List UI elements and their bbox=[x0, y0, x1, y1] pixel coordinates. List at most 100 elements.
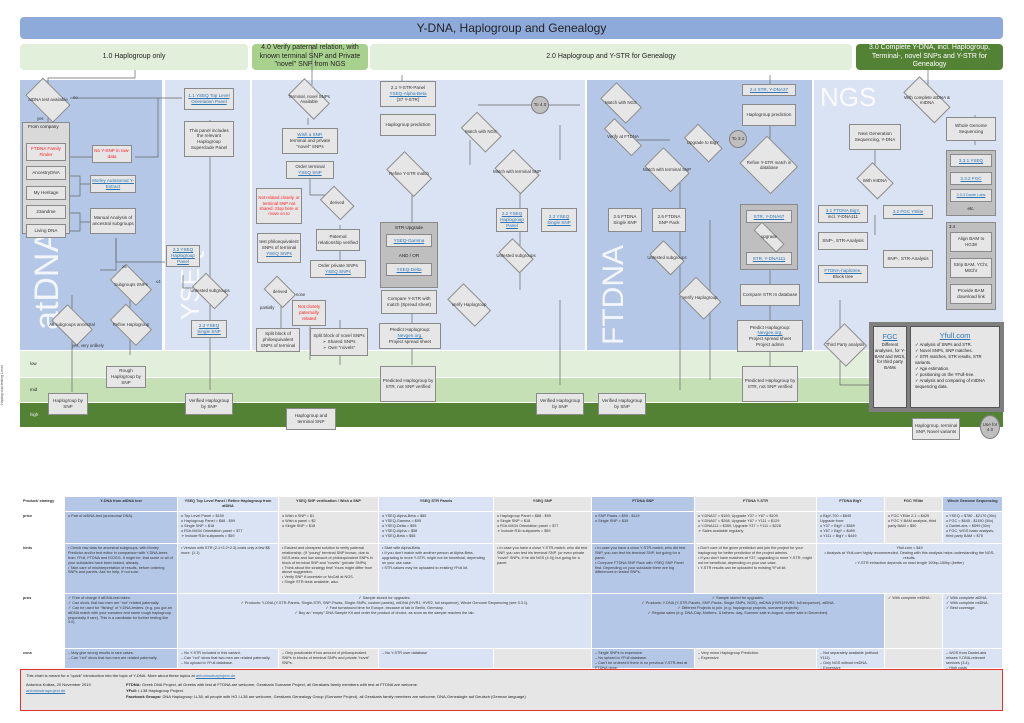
node-final-haplogroup: Haplogroup, terminal SNP, Novel variants bbox=[912, 418, 960, 440]
decision-derived-2: derived bbox=[262, 280, 298, 304]
table-cell: • In case you have a close Y-STR-match, … bbox=[592, 543, 695, 593]
group-str-upgrade bbox=[380, 222, 438, 288]
yseq-snp-link[interactable]: YSEQ SNP bbox=[298, 170, 322, 175]
decision-all-subgroups: All subgroups ancestral bbox=[48, 310, 96, 340]
predict-title-2: Predict Haplogroup: bbox=[749, 324, 791, 330]
table-cell: – Only practicable if low amount of phil… bbox=[279, 648, 379, 668]
table-cell: o Part of atDNA-test (autosomal DNA). bbox=[65, 511, 178, 543]
footer-ftdna: FTDNA: Greek DNA Project, all Greeks wit… bbox=[126, 682, 419, 687]
nevgen-link-2[interactable]: Nevgen.org, bbox=[757, 330, 783, 336]
node-haplogroup-prediction-ftdna: Haplogroup prediction bbox=[742, 104, 796, 126]
yfull-link[interactable]: Yfull.com bbox=[939, 331, 971, 340]
edge-no: no bbox=[73, 95, 78, 100]
node-yseq-22-link[interactable]: 2.2 YSEQ Haplogroup Panel bbox=[166, 245, 200, 267]
node-str111-link[interactable]: STR, Y-DNA111 bbox=[746, 252, 792, 265]
node-yelite-link[interactable]: 3.2 FGC YElite bbox=[883, 205, 933, 219]
level-axis-label: Haplogroup testing Level bbox=[0, 365, 4, 405]
node-yfull: Yfull.com ✓ Analysis of SNPs and STR. ✓ … bbox=[910, 326, 1000, 408]
bigy-link[interactable]: 3.1 FTDNA BigY, bbox=[825, 208, 861, 214]
decision-verify-hg-ftdna: Verify Haplogroup bbox=[676, 282, 724, 314]
node-verified-haplogroup-3: Verified Haplogroup by SNP bbox=[598, 393, 646, 415]
haplotree-link[interactable]: FTDNA-haplotree, bbox=[824, 268, 862, 274]
decision-terminal-snps: Terminal, novel SNPs Available bbox=[285, 84, 333, 114]
node-haplogroup-by-snp: Haplogroup by SNP bbox=[48, 393, 88, 415]
yseq-snps-link[interactable]: YSEQ SNPs bbox=[266, 250, 292, 256]
table-cell: o Y-DNA37 = $169, Upgrade Y37 > Y67 = $1… bbox=[695, 511, 817, 543]
nevgen-link[interactable]: Nevgen.org, bbox=[397, 333, 423, 339]
zone-label-ngs: NGS bbox=[820, 82, 877, 112]
table-header: Whole Genome Sequencing bbox=[943, 497, 1003, 511]
table-cell: – Single SNPs to expensive. – No upload … bbox=[592, 648, 695, 670]
fgc-desc: Different analyses, for Y-BAM and WGS, f… bbox=[874, 342, 906, 370]
edge-partially: partially bbox=[260, 305, 275, 310]
node-manual-analysis: Manual Analysis of ancestral subgroups bbox=[90, 208, 136, 234]
decision-subgroups-snps: Subgroups SNPs bbox=[106, 270, 156, 300]
node-yseq-11-link[interactable]: 1.1 YSEQ Top Level Orientation Panel bbox=[184, 88, 234, 110]
table-header: YSEQ Top Level Panel / Refine Haplogroup… bbox=[178, 497, 279, 511]
table-cell: – Not separately available (without Y111… bbox=[817, 648, 885, 670]
shared-pro: ✓ Fast turnaround time for Europe, becau… bbox=[325, 605, 444, 610]
table-cell: • In case you have a close Y-STR-match, … bbox=[494, 543, 592, 593]
yseq-snps-link-2[interactable]: YSEQ SNPs bbox=[325, 269, 351, 274]
author-link[interactable]: antoniosdnaproject.de bbox=[26, 688, 66, 693]
decision-upgrade: upgrade bbox=[748, 230, 790, 244]
decision-refine-ystr: Refine Y-STR match bbox=[383, 157, 435, 191]
page-title: Y-DNA, Haplogroup and Genealogy bbox=[20, 17, 1003, 39]
shared-snps-item: ➢ Shared SNPs bbox=[322, 339, 356, 345]
node-yseq-22b-link[interactable]: 2.2 YSEQ Haplogroup Panel bbox=[496, 208, 528, 232]
decision-untested-subgroups: Untested subgroups bbox=[189, 278, 231, 304]
node-delta-link[interactable]: YSEQ-Delta bbox=[386, 263, 432, 276]
table-cell bbox=[494, 648, 592, 668]
yfull-item: ✓ Analysis of SNPs and STR. bbox=[915, 341, 972, 347]
node-w333-link[interactable]: 3.3.3 Dante Labs bbox=[950, 189, 992, 202]
table-cell: • Start with Alpha-Beta • If you don't m… bbox=[379, 543, 494, 593]
level-high bbox=[20, 403, 1003, 427]
node-yseq-23-link[interactable]: 2.3 YSEQ Single SNP bbox=[191, 320, 227, 338]
node-gamma-link[interactable]: YSEQ-Gamma bbox=[386, 234, 432, 247]
node-myheritage: My Heritage bbox=[26, 186, 66, 200]
table-cell: – WGS from DanteLabs misses Y-DNA-releva… bbox=[943, 648, 1003, 670]
node-rough-haplogroup: Rough Haplogroup by SNP bbox=[106, 366, 146, 388]
node-w332-link[interactable]: 3.3.2 FGC bbox=[950, 172, 992, 185]
node-ngs-ydna: Next Generation Sequencing, Y-DNA bbox=[849, 124, 901, 150]
node-split-novel: Split block of novel SNPs➢ Shared SNPs➢ … bbox=[310, 328, 368, 356]
node-compare-ystr: Compare Y-STR with match (Spread sheet) bbox=[381, 290, 437, 314]
edge-none: none bbox=[296, 292, 306, 297]
order-private-text: Order private SNPs bbox=[318, 263, 358, 269]
node-bigy: 3.1 FTDNA BigY,incl. Y-DNA111 bbox=[818, 205, 868, 223]
node-predicted-str-ftdna: Predicted Haplogroup by STR, not SNP ver… bbox=[742, 366, 798, 402]
shared-pro: ✓ Regular sales (e.g. DNA-Day, Mothers- … bbox=[647, 610, 829, 615]
intro-link[interactable]: antoniosdnaproject.de bbox=[195, 673, 236, 678]
node-ftdna-family-finder: FTDNA Family Finder bbox=[26, 143, 66, 161]
node-str-ydna37-link[interactable]: 2.4 STR, Y-DNA37 bbox=[742, 84, 796, 96]
label-34: 3.4 bbox=[949, 224, 956, 229]
node-verified-haplogroup-2: Verified Haplogroup by SNP bbox=[536, 393, 584, 415]
alpha-beta-link[interactable]: YSEQ-Alpha-Beta bbox=[389, 91, 427, 97]
wish-snp-link[interactable]: Wish a SNP, bbox=[297, 132, 323, 138]
node-align-bam: Align BAM to HG38 bbox=[950, 232, 992, 252]
node-morley-link[interactable]: Morley Autosomal Y-Extract bbox=[90, 175, 136, 193]
fgc-link[interactable]: FGC bbox=[882, 334, 898, 341]
node-str67-link[interactable]: STR, Y-DNA67 bbox=[746, 210, 792, 223]
yfull-item: ✓ Age estimation. bbox=[915, 365, 950, 371]
table-cell: o Haplogroup Panel = $88 - $99 o Single … bbox=[494, 511, 592, 543]
decision-third-party: Third Party analysis bbox=[824, 325, 866, 365]
edge-yes-unlikely: yes, very unlikely bbox=[72, 343, 104, 348]
node-w331-link[interactable]: 3.3.1 YSEQ bbox=[950, 154, 992, 167]
node-yseq-23b-link[interactable]: 2.3 YSEQ Single SNP bbox=[541, 208, 577, 232]
order-terminal-text: Order terminal bbox=[295, 164, 325, 170]
node-haplotree: FTDNA-haplotree,Block tree bbox=[818, 265, 868, 283]
section-verify-paternal: 4.0 Verify paternal relation, with known… bbox=[252, 44, 368, 70]
section-haplogroup-ystr: 2.0 Haplogroup and Y-STR for Genealogy bbox=[370, 44, 852, 70]
table-cell: – May give wrong results in rare cases. … bbox=[65, 648, 178, 668]
table-cell: • Easiest and cheapest solution to verif… bbox=[279, 543, 379, 593]
node-livingdna: Living DNA bbox=[26, 224, 66, 238]
table-header: FTDNA Y-STR bbox=[695, 497, 817, 511]
level-high-label: high bbox=[30, 412, 39, 417]
table-cell: o Wish a SNP = $1 o Wish a panel = $2 o … bbox=[279, 511, 379, 543]
